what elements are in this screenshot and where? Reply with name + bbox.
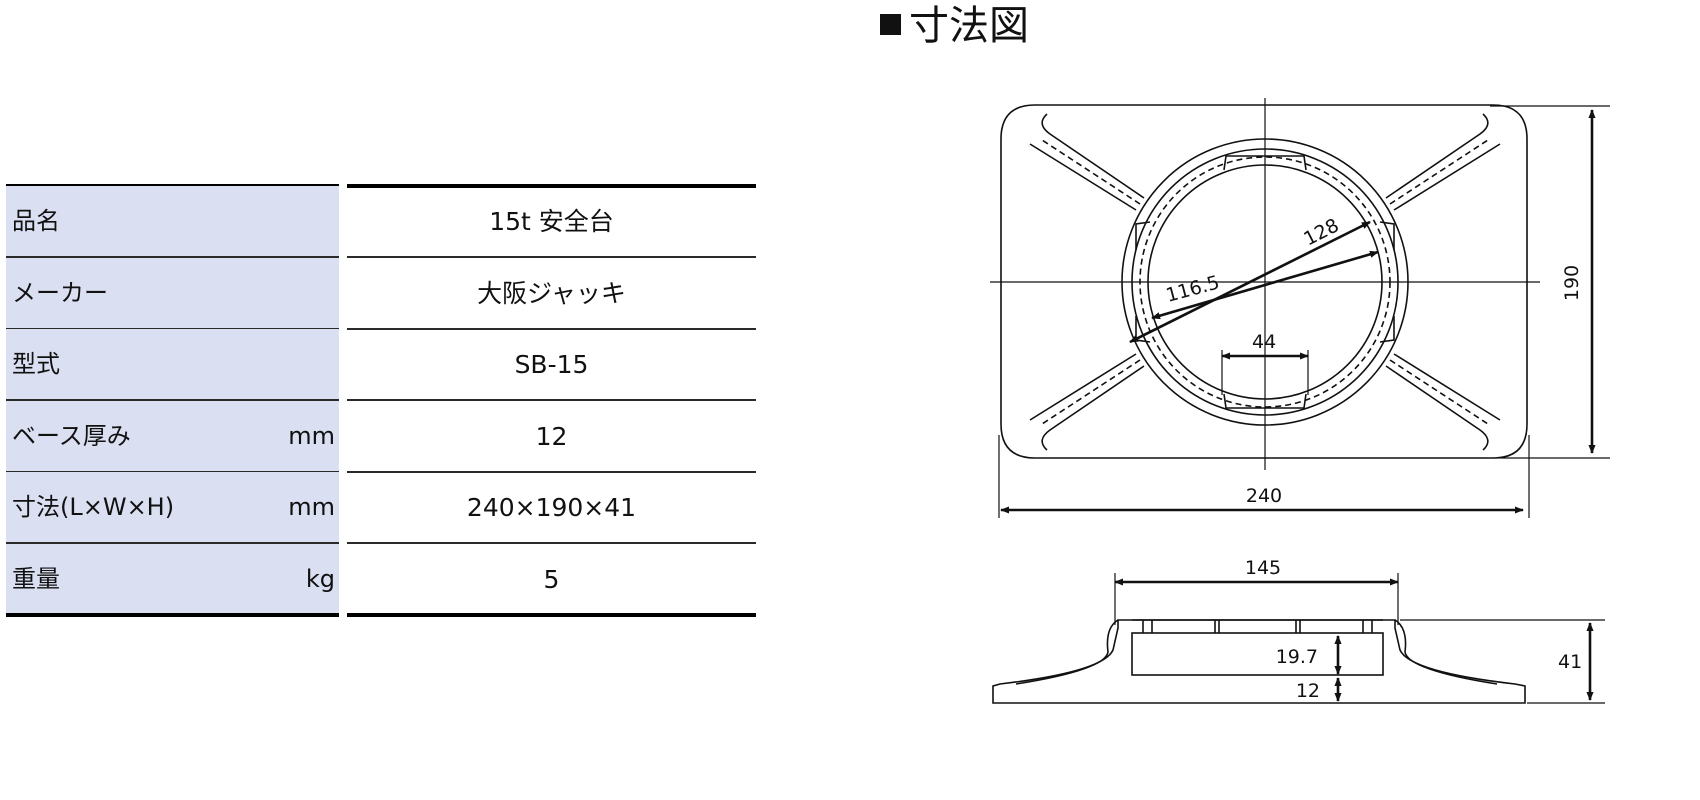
rib-bottom-right-center <box>1389 359 1489 425</box>
side-view <box>992 573 1605 704</box>
dim-label-44: 44 <box>1252 331 1276 353</box>
rib-bottom-right <box>1385 365 1489 451</box>
outer-ring <box>1121 138 1409 426</box>
dim-label-145: 145 <box>1245 557 1281 579</box>
table-bottom-rule <box>347 613 756 617</box>
rib-top-right-edge <box>1393 143 1501 211</box>
rib-top-left-edge <box>1029 143 1137 211</box>
table-top-rule <box>347 184 756 188</box>
row-divider <box>347 399 756 401</box>
row-unit: mm <box>288 493 335 521</box>
row-divider <box>6 327 339 330</box>
row-divider <box>347 327 756 330</box>
row-value: 12 <box>535 421 568 451</box>
row-value: 240×190×41 <box>466 493 637 522</box>
dim-label-190: 190 <box>1561 265 1583 301</box>
label-cell: 寸法(L×W×H) mm <box>6 472 339 544</box>
dim-label-19-7: 19.7 <box>1276 646 1318 668</box>
table-row: ベース厚み mm 12 <box>6 400 756 472</box>
right-notch-top <box>1379 221 1395 250</box>
bottom-notch <box>1223 393 1307 409</box>
row-divider <box>347 256 756 258</box>
dim-line-116-5 <box>1151 250 1379 320</box>
label-cell: メーカー <box>6 257 339 329</box>
row-label: 品名 <box>12 207 60 235</box>
dim-label-41: 41 <box>1558 651 1582 673</box>
row-divider <box>347 542 756 544</box>
row-divider <box>6 399 339 401</box>
rib-bottom-left-center <box>1041 359 1141 425</box>
table-top-rule <box>6 184 339 188</box>
row-divider <box>6 542 339 544</box>
label-cell: 重量 kg <box>6 543 339 615</box>
row-unit: kg <box>305 564 335 593</box>
row-label: 寸法(L×W×H) <box>12 493 175 521</box>
rib-top-right <box>1385 113 1489 199</box>
side-profile-outline <box>992 619 1526 704</box>
row-value: 大阪ジャッキ <box>477 278 626 308</box>
table-row: メーカー 大阪ジャッキ <box>6 257 756 329</box>
rib-top-right-center <box>1389 139 1489 205</box>
row-divider <box>6 470 339 473</box>
right-flare-inner <box>1394 619 1498 685</box>
square-bullet-icon <box>880 14 901 35</box>
table-row: 品名 15t 安全台 <box>6 186 756 258</box>
dim-label-12: 12 <box>1296 680 1320 702</box>
row-value: 5 <box>543 564 560 594</box>
left-notch-top <box>1135 221 1151 250</box>
table-bottom-rule <box>6 613 339 617</box>
row-label: 重量 <box>12 564 60 593</box>
row-label: メーカー <box>12 278 108 307</box>
dim-label-240: 240 <box>1246 485 1282 507</box>
base-plate-outline <box>1000 104 1528 459</box>
rib-bottom-left-edge <box>1029 353 1137 421</box>
diagram-title-text: 寸法図 <box>909 3 1029 49</box>
row-label: 型式 <box>12 350 60 378</box>
diagram-title: 寸法図 <box>880 2 1029 50</box>
rib-bottom-right-edge <box>1393 353 1501 421</box>
rib-bottom-left <box>1041 365 1145 451</box>
top-notch <box>1223 155 1307 171</box>
side-recess <box>1131 632 1384 676</box>
spec-table: 品名 15t 安全台 メーカー 大阪ジャッキ 型式 SB-15 ベース厚み mm… <box>6 184 756 617</box>
right-notch-bottom <box>1379 316 1395 343</box>
top-view <box>990 98 1610 518</box>
label-cell: ベース厚み mm <box>6 400 339 472</box>
row-divider <box>347 470 756 473</box>
row-unit: mm <box>288 421 335 450</box>
label-cell: 品名 <box>6 186 339 258</box>
row-label: ベース厚み <box>12 421 131 450</box>
table-row: 重量 kg 5 <box>6 543 756 615</box>
rib-top-left <box>1041 113 1145 199</box>
row-value: 15t 安全台 <box>489 207 614 236</box>
rib-top-left-center <box>1041 139 1141 205</box>
label-cell: 型式 <box>6 329 339 401</box>
left-flare-inner <box>1015 619 1119 685</box>
row-divider <box>6 256 339 258</box>
table-row: 型式 SB-15 <box>6 329 756 401</box>
table-row: 寸法(L×W×H) mm 240×190×41 <box>6 472 756 544</box>
row-value: SB-15 <box>514 350 589 379</box>
